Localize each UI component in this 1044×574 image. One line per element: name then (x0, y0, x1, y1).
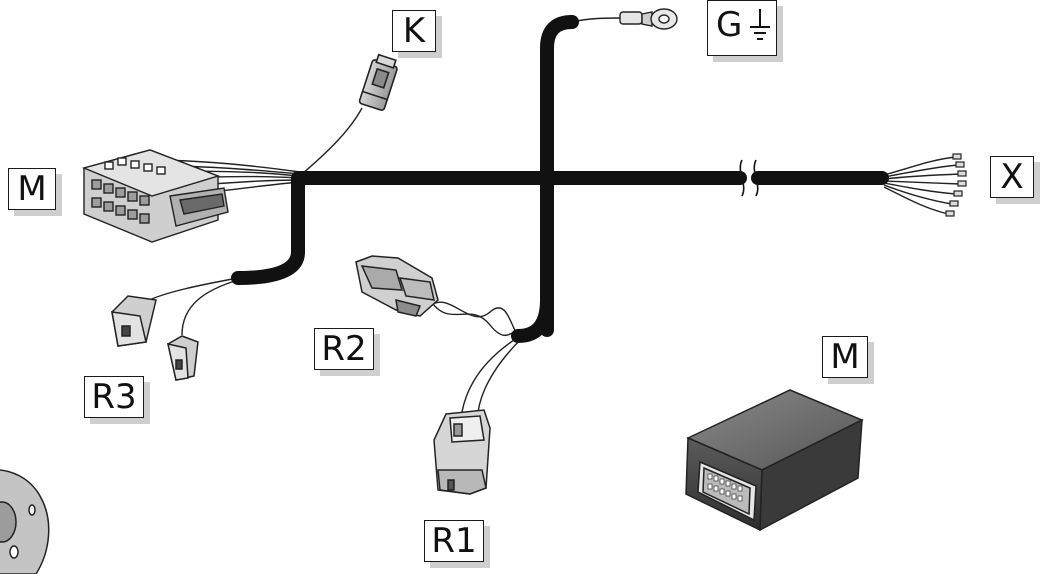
x-wire-5 (883, 182, 957, 195)
x-wire-terminals (945, 153, 967, 217)
r1-wire-1 (461, 335, 521, 413)
label-r2-text: R2 (321, 329, 367, 369)
r1-wire-2 (477, 337, 523, 413)
r2-connector (355, 255, 439, 317)
label-r3: R3 (84, 376, 144, 418)
r3-connector-large (111, 295, 157, 347)
x-wire-3 (883, 173, 961, 180)
m-module-box (685, 389, 864, 532)
ground-symbol-icon (750, 9, 770, 40)
r1-connector (433, 409, 491, 495)
harness-break-marks (739, 159, 759, 197)
r3-connectors (111, 295, 199, 381)
x-wire-4 (883, 180, 961, 185)
r2-twisted-wire-b (429, 301, 523, 338)
label-m-left-text: M (17, 169, 47, 209)
r3-wire-1 (144, 277, 239, 303)
label-r1: R1 (424, 520, 484, 562)
harness-branch-g (540, 15, 579, 337)
label-r3-text: R3 (91, 377, 137, 417)
harness-branch-r (511, 293, 554, 343)
k-wire (301, 107, 363, 175)
label-r1-text: R1 (431, 521, 477, 561)
round-mount-part (0, 469, 50, 574)
label-m-left: M (8, 168, 56, 210)
r2-twisted-wire-a (429, 299, 523, 337)
ring-terminal (619, 8, 678, 30)
label-g: G (707, 0, 777, 56)
g-wire (571, 17, 623, 23)
x-wire-1 (883, 156, 956, 176)
r3-wire-2 (181, 279, 239, 336)
main-harness (231, 15, 889, 343)
label-x: X (990, 156, 1034, 198)
r3-connector-small (167, 335, 199, 381)
label-r2: R2 (314, 328, 374, 370)
x-wire-2 (883, 164, 959, 178)
label-x-text: X (1000, 157, 1024, 197)
label-k-text: K (402, 11, 426, 51)
x-wire-6 (883, 184, 953, 205)
harness-branch-r3 (231, 171, 305, 285)
x-wire-7 (883, 186, 949, 215)
k-connector (358, 53, 398, 111)
label-m-right: M (822, 336, 868, 378)
label-g-text: G (716, 5, 743, 45)
label-m-right-text: M (830, 337, 860, 377)
m-plug-connector (81, 149, 229, 243)
label-k: K (392, 10, 436, 52)
